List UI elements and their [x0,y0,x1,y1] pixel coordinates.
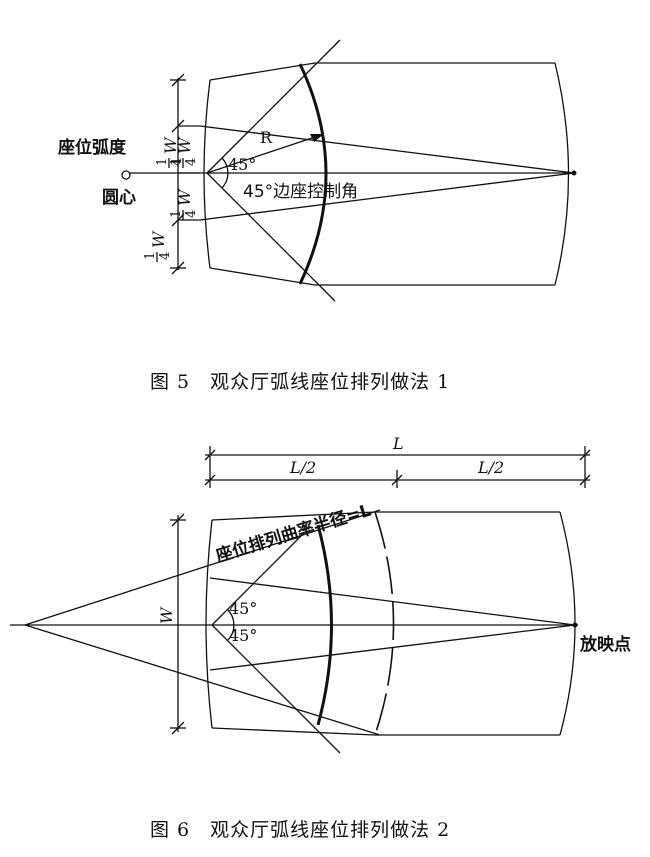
svg-text:1: 1 [169,158,184,166]
figure-6: L L/2 L/2 45° 45° 座位排列曲率半径 [10,434,631,841]
dim-top-6 [204,446,591,488]
svg-text:W: W [175,188,194,206]
dim-label-L: L [392,434,404,453]
sightline-top-6 [24,509,381,626]
dim-label-half-left: L/2 [289,458,316,477]
radius-arrow-5 [310,134,324,142]
dim-label-half-right: L/2 [477,458,504,477]
svg-text:4: 4 [170,158,185,166]
projection-label: 放映点 [579,634,631,655]
dim-label-quarter-w-2: 1 4 W [169,136,199,168]
side-angle-label: 45°边座控制角 [243,182,358,202]
figure-5-caption: 图 5 观众厅弧线座位排列做法 1 [150,371,450,393]
control-line-top-5 [206,39,341,174]
origin-circle-5 [121,170,131,180]
angle-arc-5 [221,157,229,189]
control-line-bottom-5 [206,172,336,302]
seat-arc-5 [298,63,328,285]
dim-label-quarter-w-3: 1 4 W [169,188,199,220]
angle-label-5: 45° [228,155,256,174]
projection-line-bottom-6 [209,624,576,671]
dim-label-quarter-w-1: 1 4 W [155,136,185,168]
dim-label-W: W [157,606,176,624]
svg-text:1: 1 [143,252,158,260]
svg-text:4: 4 [158,252,173,260]
dim-label-quarter-w-4: 1 4 W [143,230,173,262]
hall-outline-5 [203,62,570,286]
projection-line-top-6 [209,577,576,626]
seat-arc-label: 座位弧度 [58,137,127,158]
angle-label-top-6: 45° [229,599,257,618]
control-line-top-6 [211,531,306,626]
angle-label-bottom-6: 45° [229,626,257,645]
svg-text:W: W [161,136,180,154]
svg-text:4: 4 [184,210,199,218]
radius-label: R [260,128,273,147]
figure-6-caption: 图 6 观众厅弧线座位排列做法 2 [150,819,450,841]
svg-text:4: 4 [184,158,199,166]
svg-text:W: W [157,606,176,624]
radius-line-5 [206,135,319,174]
svg-text:1: 1 [169,210,184,218]
svg-text:W: W [149,230,168,248]
curvature-label: 座位排列曲率半径=L [213,500,373,567]
sightline-top-5 [199,125,575,174]
sightline-bottom-6 [24,624,381,736]
figure-5: R 45° 45°边座控制角 座位弧度 圆心 1 4 W 1 4 [58,39,577,393]
angle-arc-6 [227,609,235,641]
svg-text:1: 1 [155,158,170,166]
control-line-bottom-6 [211,624,341,754]
origin-label: 圆心 [102,188,136,208]
sightline-bottom-5 [199,172,575,221]
svg-text:W: W [175,136,194,154]
dashed-arc-6 [374,511,395,736]
